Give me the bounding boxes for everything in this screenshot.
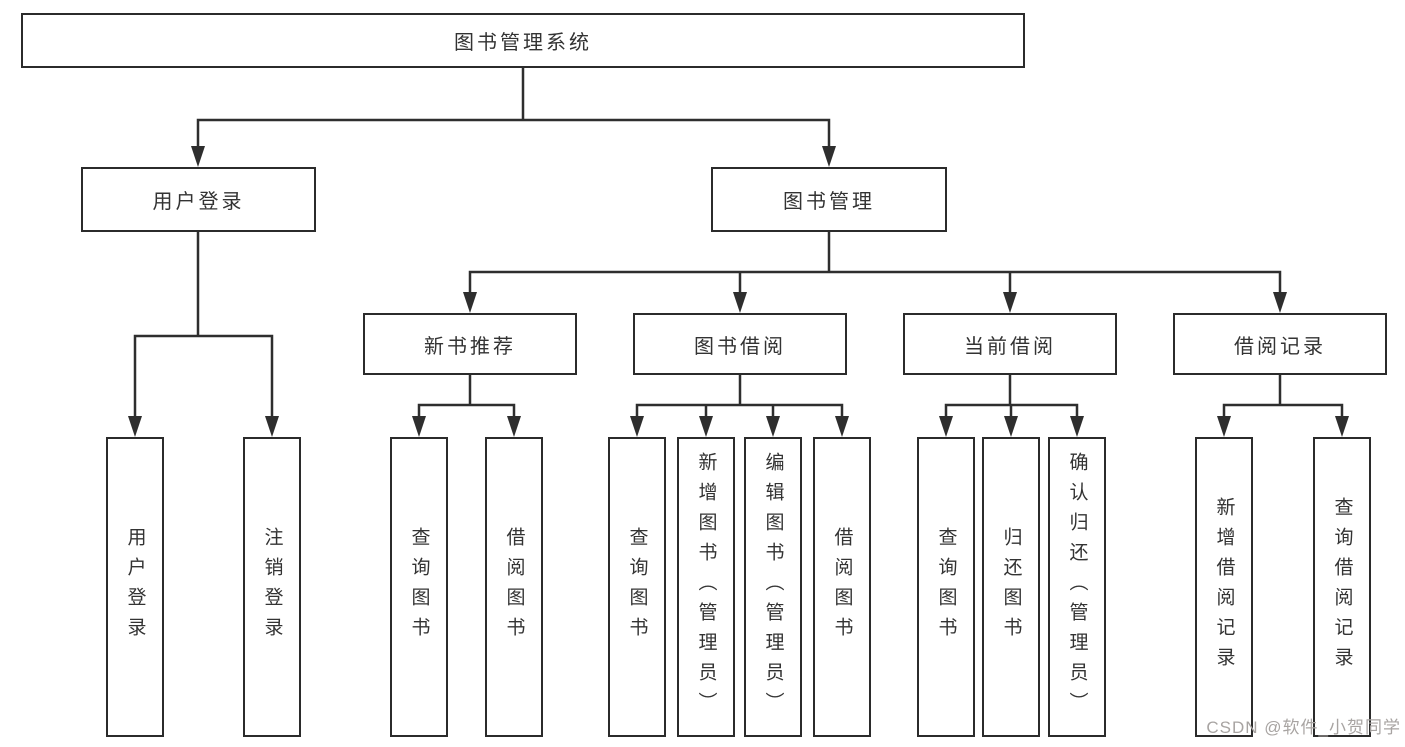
leaf-logout: 注销登录 — [243, 437, 301, 737]
leaf-query-books-current-label: 查询图书 — [935, 527, 957, 647]
node-current-borrowing-label: 当前借阅 — [964, 335, 1056, 358]
connector-paths — [133, 68, 1344, 420]
leaf-query-books-recommend: 查询图书 — [390, 437, 448, 737]
node-book-management-label: 图书管理 — [783, 191, 875, 213]
leaf-return-book-label: 归还图书 — [1000, 527, 1022, 647]
node-borrowing-records-label: 借阅记录 — [1234, 335, 1326, 358]
node-user-login-label: 用户登录 — [152, 191, 245, 213]
node-current-borrowing: 当前借阅 — [903, 313, 1117, 375]
node-borrowing-records: 借阅记录 — [1173, 313, 1387, 375]
leaf-borrow-books-recommend-label: 借阅图书 — [503, 527, 525, 647]
leaf-confirm-return-admin: 确认归还（管理员） — [1048, 437, 1106, 737]
node-new-book-recommend-label: 新书推荐 — [424, 335, 516, 358]
node-library-system-label: 图书管理系统 — [454, 32, 592, 54]
leaf-query-books-current: 查询图书 — [917, 437, 975, 737]
leaf-add-borrow-record-label: 新增借阅记录 — [1213, 497, 1235, 677]
node-book-borrowing-label: 图书借阅 — [694, 335, 786, 358]
leaf-logout-label: 注销登录 — [261, 527, 283, 647]
leaf-borrow-books-recommend: 借阅图书 — [485, 437, 543, 737]
leaf-add-borrow-record: 新增借阅记录 — [1195, 437, 1253, 737]
leaf-query-books-borrowing-label: 查询图书 — [626, 527, 648, 647]
leaf-add-book-admin-label: 新增图书（管理员） — [695, 452, 717, 722]
node-library-system: 图书管理系统 — [21, 13, 1025, 68]
node-user-login: 用户登录 — [81, 167, 316, 232]
node-book-borrowing: 图书借阅 — [633, 313, 847, 375]
leaf-query-books-borrowing: 查询图书 — [608, 437, 666, 737]
leaf-user-login: 用户登录 — [106, 437, 164, 737]
leaf-query-borrow-record-label: 查询借阅记录 — [1331, 497, 1353, 677]
leaf-confirm-return-admin-label: 确认归还（管理员） — [1066, 452, 1088, 722]
node-new-book-recommend: 新书推荐 — [363, 313, 577, 375]
leaf-query-books-recommend-label: 查询图书 — [408, 527, 430, 647]
leaf-add-book-admin: 新增图书（管理员） — [677, 437, 735, 737]
watermark: CSDN @软件_小贺同学 — [1206, 718, 1401, 737]
leaf-return-book: 归还图书 — [982, 437, 1040, 737]
leaf-edit-book-admin: 编辑图书（管理员） — [744, 437, 802, 737]
leaf-user-login-label: 用户登录 — [124, 527, 146, 647]
leaf-borrow-books-borrowing: 借阅图书 — [813, 437, 871, 737]
leaf-borrow-books-borrowing-label: 借阅图书 — [831, 527, 853, 647]
leaf-edit-book-admin-label: 编辑图书（管理员） — [762, 452, 784, 722]
node-book-management: 图书管理 — [711, 167, 947, 232]
leaf-query-borrow-record: 查询借阅记录 — [1313, 437, 1371, 737]
